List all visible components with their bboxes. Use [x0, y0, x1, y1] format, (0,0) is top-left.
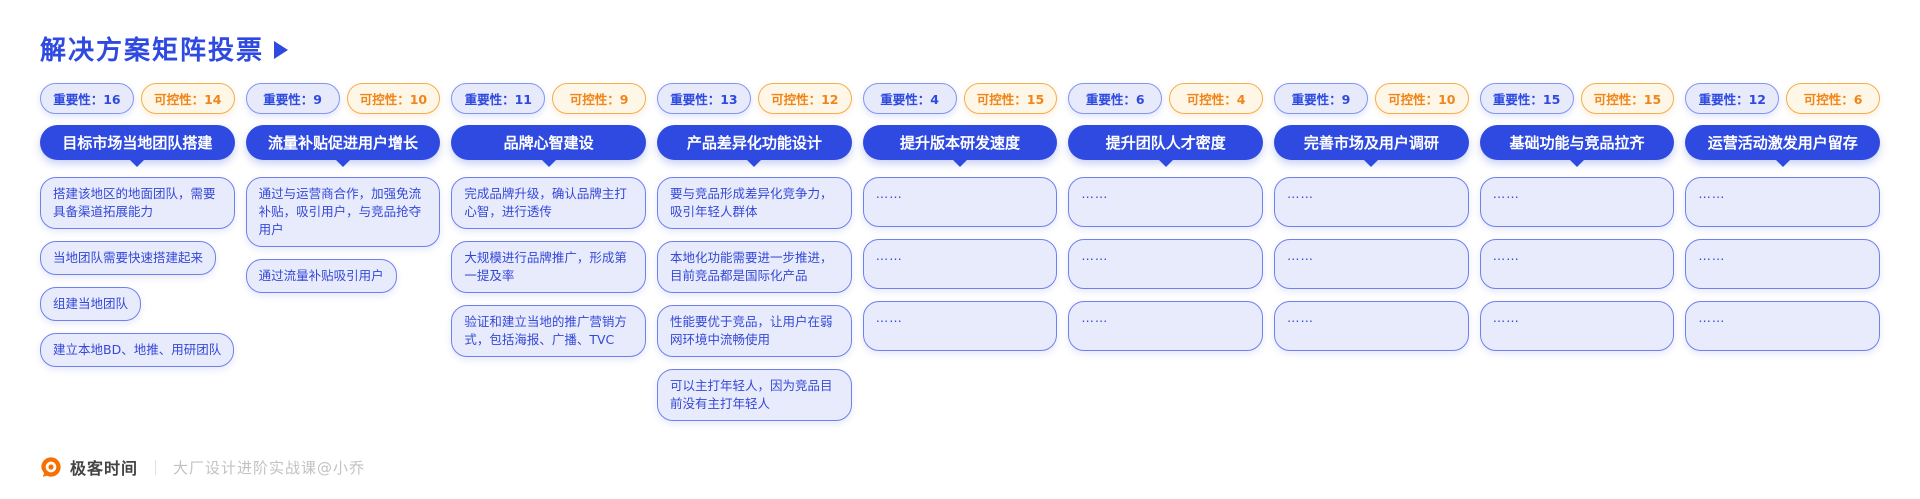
- column-header[interactable]: 品牌心智建设: [451, 125, 647, 160]
- card-list: 搭建该地区的地面团队，需要具备渠道拓展能力当地团队需要快速搭建起来组建当地团队建…: [40, 177, 235, 367]
- controllability-badge[interactable]: 可控性：10: [346, 83, 441, 114]
- importance-badge[interactable]: 重要性：9: [1274, 83, 1368, 114]
- placeholder-card[interactable]: ……: [1068, 239, 1264, 289]
- page-title: 解决方案矩阵投票: [40, 36, 265, 66]
- title-row: 解决方案矩阵投票: [40, 30, 1880, 67]
- column-header[interactable]: 目标市场当地团队搭建: [40, 125, 235, 160]
- placeholder-card[interactable]: ……: [862, 301, 1058, 351]
- placeholder-card[interactable]: ……: [1479, 301, 1675, 351]
- idea-card[interactable]: 通过与运营商合作，加强免流补贴，吸引用户，与竞品抢夺用户: [245, 177, 441, 247]
- controllability-badge[interactable]: 可控性：6: [1786, 83, 1881, 114]
- controllability-badge[interactable]: 可控性：10: [1374, 83, 1469, 114]
- footer: 极客时间 ｜ 大厂设计进阶实战课@小乔: [40, 455, 365, 479]
- idea-card[interactable]: 完成品牌升级，确认品牌主打心智，进行透传: [451, 177, 647, 229]
- importance-badge[interactable]: 重要性：11: [451, 83, 546, 114]
- idea-card[interactable]: 建立本地BD、地推、用研团队: [40, 333, 235, 367]
- idea-card[interactable]: 可以主打年轻人，因为竞品目前没有主打年轻人: [657, 369, 852, 421]
- importance-badge[interactable]: 重要性：6: [1068, 83, 1163, 114]
- controllability-badge[interactable]: 可控性：12: [757, 83, 852, 114]
- idea-card[interactable]: 搭建该地区的地面团队，需要具备渠道拓展能力: [40, 177, 235, 229]
- column-header[interactable]: 提升团队人才密度: [1068, 125, 1264, 160]
- footer-divider: ｜: [148, 458, 164, 477]
- idea-card[interactable]: 要与竞品形成差异化竞争力，吸引年轻人群体: [657, 177, 852, 229]
- importance-badge[interactable]: 重要性：12: [1685, 83, 1780, 114]
- placeholder-card[interactable]: ……: [1068, 177, 1264, 227]
- column-header[interactable]: 提升版本研发速度: [862, 125, 1058, 160]
- card-list: 要与竞品形成差异化竞争力，吸引年轻人群体本地化功能需要进一步推进，目前竞品都是国…: [657, 177, 852, 421]
- placeholder-card[interactable]: ……: [862, 239, 1058, 289]
- collapse-arrow-icon[interactable]: [274, 40, 289, 59]
- geektime-logo-icon: [41, 457, 61, 477]
- footer-course-label: 大厂设计进阶实战课@小乔: [173, 458, 366, 477]
- placeholder-card[interactable]: ……: [862, 177, 1058, 227]
- card-list: 通过与运营商合作，加强免流补贴，吸引用户，与竞品抢夺用户通过流量补贴吸引用户: [245, 177, 441, 293]
- card-list: …… …… ……: [1685, 177, 1881, 351]
- placeholder-card[interactable]: ……: [1685, 177, 1881, 227]
- card-list: 完成品牌升级，确认品牌主打心智，进行透传大规模进行品牌推广，形成第一提及率验证和…: [451, 177, 647, 357]
- importance-badge[interactable]: 重要性：9: [245, 83, 340, 114]
- placeholder-card[interactable]: ……: [1274, 177, 1469, 227]
- idea-card[interactable]: 通过流量补贴吸引用户: [245, 259, 397, 293]
- idea-card[interactable]: 性能要优于竞品，让用户在弱网环境中流畅使用: [657, 305, 852, 357]
- idea-card[interactable]: 验证和建立当地的推广营销方式，包括海报、广播、TVC: [451, 305, 647, 357]
- importance-badge[interactable]: 重要性：16: [40, 83, 134, 114]
- importance-badge[interactable]: 重要性：13: [657, 83, 751, 114]
- column-header[interactable]: 产品差异化功能设计: [657, 125, 852, 160]
- controllability-badge[interactable]: 可控性：15: [963, 83, 1058, 114]
- controllability-badge[interactable]: 可控性：15: [1580, 83, 1675, 114]
- idea-card[interactable]: 组建当地团队: [40, 287, 142, 321]
- placeholder-card[interactable]: ……: [1274, 239, 1469, 289]
- column-header[interactable]: 完善市场及用户调研: [1274, 125, 1469, 160]
- brand-name: 极客时间: [70, 459, 139, 478]
- idea-card[interactable]: 本地化功能需要进一步推进，目前竞品都是国际化产品: [657, 241, 852, 293]
- importance-badge[interactable]: 重要性：15: [1479, 83, 1574, 114]
- card-list: …… …… ……: [1274, 177, 1469, 351]
- column-header[interactable]: 运营活动激发用户留存: [1685, 125, 1881, 160]
- importance-badge[interactable]: 重要性：4: [862, 83, 957, 114]
- placeholder-card[interactable]: ……: [1685, 301, 1881, 351]
- card-list: …… …… ……: [1479, 177, 1675, 351]
- placeholder-card[interactable]: ……: [1479, 177, 1675, 227]
- controllability-badge[interactable]: 可控性：4: [1169, 83, 1264, 114]
- controllability-badge[interactable]: 可控性：14: [140, 83, 235, 114]
- placeholder-card[interactable]: ……: [1685, 239, 1881, 289]
- idea-card[interactable]: 当地团队需要快速搭建起来: [40, 241, 217, 275]
- placeholder-card[interactable]: ……: [1479, 239, 1675, 289]
- placeholder-card[interactable]: ……: [1274, 301, 1469, 351]
- card-list: …… …… ……: [862, 177, 1058, 351]
- idea-card[interactable]: 大规模进行品牌推广，形成第一提及率: [451, 241, 647, 293]
- card-list: …… …… ……: [1068, 177, 1264, 351]
- column-header[interactable]: 流量补贴促进用户增长: [245, 125, 441, 160]
- column-header[interactable]: 基础功能与竞品拉齐: [1479, 125, 1675, 160]
- placeholder-card[interactable]: ……: [1068, 301, 1264, 351]
- controllability-badge[interactable]: 可控性：9: [552, 83, 647, 114]
